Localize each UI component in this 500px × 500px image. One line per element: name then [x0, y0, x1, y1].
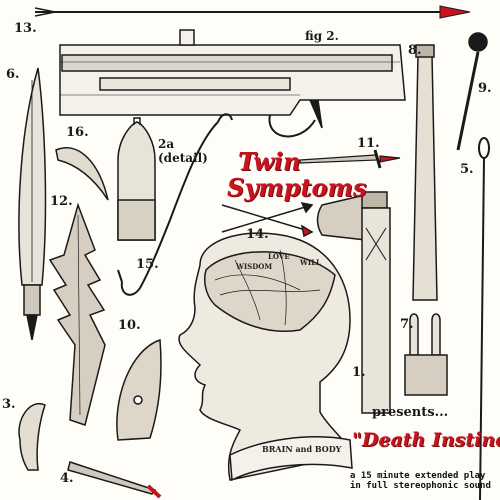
brain-label-wisdom: WISDOM — [236, 262, 273, 271]
brain-label-love: LOVE — [268, 252, 290, 261]
club-8-icon — [412, 44, 438, 301]
description-line2: in full stereophonic sound — [350, 481, 491, 491]
fish-hook-15-icon — [117, 113, 233, 296]
cartridges-7-icon — [404, 313, 448, 396]
knife-4-icon — [67, 461, 162, 499]
presents-text: presents... — [372, 405, 449, 420]
horn-3-icon — [18, 402, 46, 471]
label-detail: (detail) — [158, 151, 208, 165]
crossed-arrows-14-icon — [221, 201, 314, 238]
claw-16-icon — [55, 147, 109, 201]
label-7: 7. — [400, 317, 414, 332]
label-1: 1. — [352, 365, 366, 380]
label-3: 3. — [2, 397, 16, 412]
band-name-line1: Twin — [238, 147, 301, 176]
label-4: 4. — [60, 471, 74, 486]
label-10: 10. — [118, 318, 141, 333]
band-name-line2: Symptoms — [227, 173, 367, 202]
label-fig2: fig 2. — [305, 29, 339, 43]
tomahawk-icon — [316, 191, 391, 414]
serrated-harpoon-12-icon — [48, 202, 106, 426]
rifle-mechanism-icon — [59, 29, 406, 138]
arrow-13-icon — [34, 5, 471, 19]
phrenology-head-icon — [178, 232, 353, 482]
album-description: a 15 minute extended play in full stereo… — [350, 471, 491, 491]
mace-9-icon — [456, 32, 488, 151]
label-11: 11. — [357, 136, 380, 151]
brain-label-brain-and-body: BRAIN and BODY — [262, 444, 342, 454]
album-title: "Death Instinct" — [352, 429, 500, 451]
label-2a: 2a — [158, 137, 175, 151]
label-6: 6. — [6, 67, 20, 82]
label-15: 15. — [136, 257, 159, 272]
label-2a-detail: 2a (detail) — [158, 137, 208, 165]
label-5: 5. — [460, 162, 474, 177]
label-8: 8. — [408, 43, 422, 58]
dagger-11-icon — [299, 149, 401, 169]
label-16: 16. — [66, 125, 89, 140]
needle-5-icon — [478, 137, 490, 500]
label-12: 12. — [50, 194, 73, 209]
spear-head-6-icon — [18, 67, 47, 341]
label-13: 13. — [14, 21, 37, 36]
label-14: 14. — [246, 227, 269, 242]
label-9: 9. — [478, 81, 492, 96]
brain-label-will: WILL — [300, 258, 321, 267]
blade-10-icon — [116, 338, 162, 441]
bullet-detail-2a-icon — [117, 117, 156, 241]
description-line1: a 15 minute extended play — [350, 471, 486, 481]
